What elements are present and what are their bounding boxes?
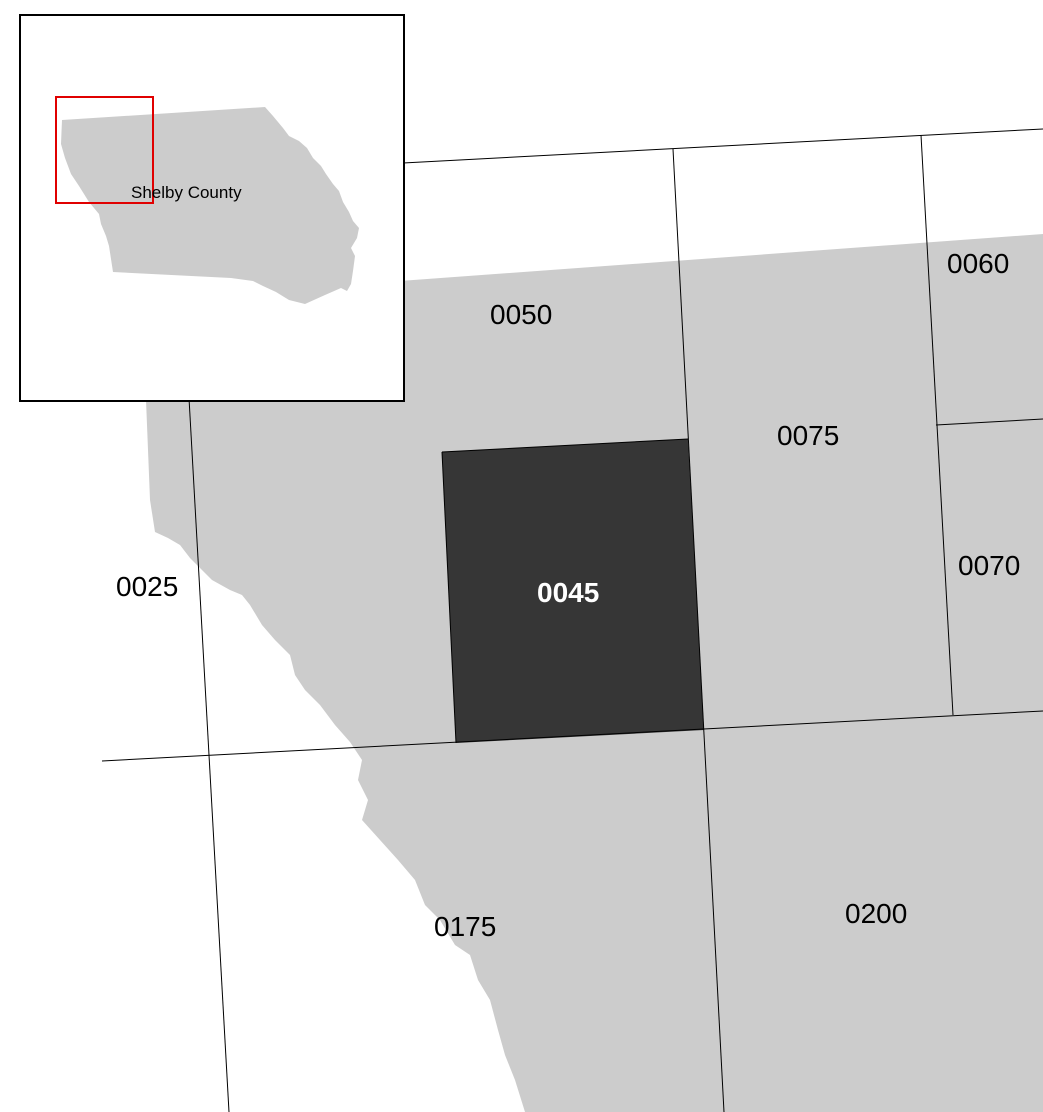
selected-panel-0045[interactable] [442,439,704,743]
panel-label-0045[interactable]: 0045 [537,577,599,608]
panel-label-0200[interactable]: 0200 [845,898,907,929]
inset-locator-map: Shelby County [19,14,405,402]
grid-line-selected-left [441,451,457,744]
panel-label-0050[interactable]: 0050 [490,299,552,330]
grid-line-selected-top [441,438,689,453]
county-outline-shape [61,107,359,304]
grid-line-horizontal [101,710,1043,762]
panel-label-0025[interactable]: 0025 [116,571,178,602]
grid-line-top [402,128,1043,164]
grid-line-center [672,148,725,1112]
county-name-label: Shelby County [131,183,242,202]
grid-line-east-mid [935,418,1043,426]
locator-extent-box [55,96,154,204]
panel-label-0060[interactable]: 0060 [947,248,1009,279]
panel-label-0075[interactable]: 0075 [777,420,839,451]
panel-label-0070[interactable]: 0070 [958,550,1020,581]
panel-label-0175[interactable]: 0175 [434,911,496,942]
